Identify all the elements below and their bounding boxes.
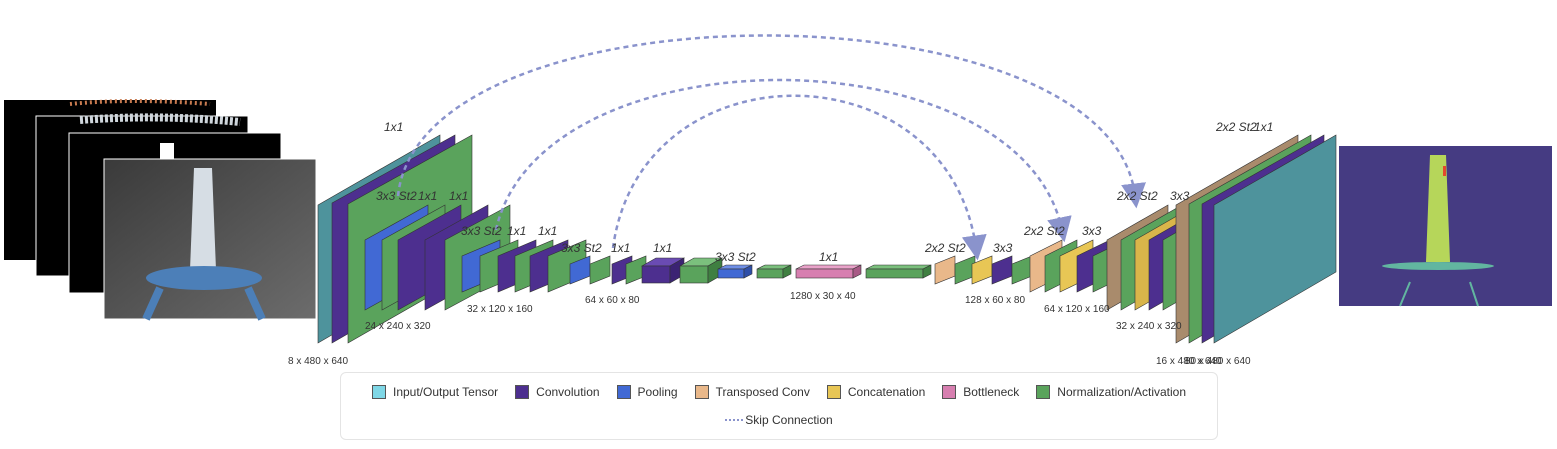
- transposed-conv-layer: [934, 255, 956, 285]
- layer-label: 3x3: [993, 241, 1013, 255]
- output-image: [1339, 146, 1552, 307]
- layer-label: 3x3: [1082, 224, 1102, 238]
- legend-item-pooling: Pooling: [616, 385, 678, 399]
- dimension-label: 24 x 240 x 320: [365, 321, 431, 332]
- layer-label: 3x3 St2: [561, 241, 602, 255]
- dimension-label: 16 x 480 x 640: [1156, 356, 1222, 367]
- decoder-block-1: [934, 255, 1033, 285]
- dimension-labels: 8 x 480 x 640 24 x 240 x 320 32 x 120 x …: [288, 291, 1251, 367]
- layer-labels: 1x1 3x3 St2 1x1 1x1 3x3 St2 1x1 1x1 3x3 …: [376, 120, 1273, 264]
- layer-label: 2x2 St2: [1023, 224, 1065, 238]
- dimension-label: 1280 x 30 x 40: [790, 291, 856, 302]
- layer-label: 1x1: [449, 189, 468, 203]
- dimension-label: 32 x 120 x 160: [467, 304, 533, 315]
- legend-item-skip-connection: Skip Connection: [341, 413, 1217, 427]
- layer-label: 1x1: [384, 120, 403, 134]
- legend-swatch: [616, 385, 631, 399]
- legend-label: Pooling: [637, 385, 678, 399]
- layer-label: 1x1: [819, 250, 838, 264]
- skip-connection-line-icon: [725, 419, 744, 421]
- layer-label: 3x3 St2: [376, 189, 417, 203]
- legend-label: Input/Output Tensor: [392, 385, 499, 399]
- legend-swatch: [826, 385, 841, 399]
- legend-item-bottleneck: Bottleneck: [942, 385, 1019, 399]
- layer-label: 3x3 St2: [715, 250, 756, 264]
- legend-item-concatenation: Concatenation: [826, 385, 926, 399]
- bottleneck-block: [640, 257, 932, 284]
- input-image-stack: [4, 99, 317, 321]
- legend-label: Transposed Conv: [715, 385, 810, 399]
- skip-connections: [396, 34, 1146, 261]
- skip-connection: [494, 78, 1072, 243]
- skip-connection: [396, 34, 1146, 209]
- layer-label: 1x1: [507, 224, 526, 238]
- output-tensor-layer: [1213, 134, 1337, 344]
- legend-label: Normalization/Activation: [1057, 385, 1187, 399]
- legend-row: Input/Output Tensor Convolution Pooling …: [341, 385, 1217, 399]
- legend-label: Bottleneck: [963, 385, 1020, 399]
- layer-label: 1x1: [418, 189, 437, 203]
- skip-connection: [611, 94, 987, 261]
- legend-item-input-output: Input/Output Tensor: [371, 385, 499, 399]
- legend-swatch: [515, 385, 530, 399]
- dimension-label: 128 x 60 x 80: [965, 295, 1025, 306]
- legend: Input/Output Tensor Convolution Pooling …: [340, 372, 1218, 440]
- legend-swatch: [942, 385, 957, 399]
- legend-label: Concatenation: [847, 385, 926, 399]
- layer-label: 3x3 St2: [461, 224, 502, 238]
- layer-label: 2x2 St2: [924, 241, 966, 255]
- layer-label: 2x2 St2: [1116, 189, 1158, 203]
- dimension-label: 64 x 120 x 160: [1044, 304, 1110, 315]
- layer-label: 1x1: [1254, 120, 1273, 134]
- legend-swatch: [694, 385, 709, 399]
- encoder-block-3: [461, 239, 587, 293]
- legend-label: Skip Connection: [745, 413, 833, 427]
- layer-label: 1x1: [538, 224, 557, 238]
- layer-label: 2x2 St2: [1215, 120, 1257, 134]
- bottleneck-layer: [795, 268, 854, 279]
- dimension-label: 32 x 240 x 320: [1116, 321, 1182, 332]
- dimension-label: 80 x 480 x 640: [1185, 356, 1251, 367]
- layer-label: 1x1: [653, 241, 672, 255]
- legend-swatch: [1036, 385, 1051, 399]
- legend-item-transposed-conv: Transposed Conv: [694, 385, 810, 399]
- legend-swatch: [371, 385, 386, 399]
- layer-label: 1x1: [611, 241, 630, 255]
- decoder-block-4: [1175, 134, 1337, 344]
- legend-item-convolution: Convolution: [515, 385, 600, 399]
- dimension-label: 8 x 480 x 640: [288, 356, 348, 367]
- layer-label: 3x3: [1170, 189, 1190, 203]
- encoder-block-4: [569, 255, 647, 285]
- legend-item-normalization: Normalization/Activation: [1036, 385, 1186, 399]
- dimension-label: 64 x 60 x 80: [585, 295, 640, 306]
- legend-label: Convolution: [536, 385, 600, 399]
